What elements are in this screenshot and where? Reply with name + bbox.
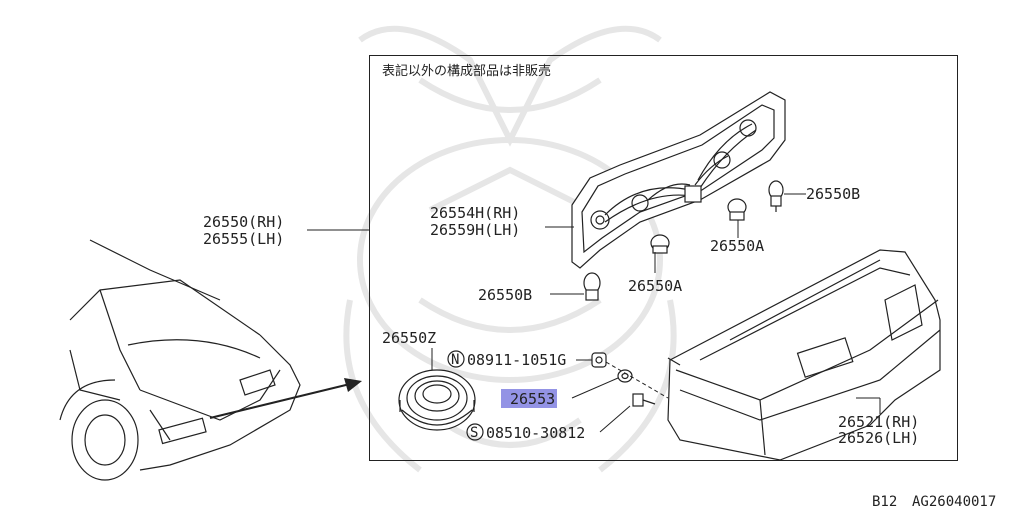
label-assembly-lh: 26555(LH) <box>203 230 284 248</box>
label-seal: 26550Z <box>382 329 436 347</box>
footer-figure-code: AG26040017 <box>912 494 996 510</box>
label-washer-part: 26553 <box>510 390 555 408</box>
svg-text:N: N <box>451 352 459 368</box>
car-rear-sketch <box>59 239 301 481</box>
detail-frame <box>369 55 958 461</box>
screw-icon <box>632 393 656 407</box>
watermark-emblem <box>343 25 677 473</box>
arrow-line <box>209 383 351 419</box>
bulb-26550b-bottom-icon <box>583 272 601 301</box>
label-housing-rh: 26554H(RH) <box>430 204 520 222</box>
label-assembly-rh: 26550(RH) <box>203 213 284 231</box>
assembly-dashed-line <box>605 361 669 399</box>
socket-1 <box>590 210 610 230</box>
tail-lens <box>667 249 941 461</box>
bulb-26550a-mid-icon <box>650 234 670 254</box>
wiring-connector <box>684 185 702 203</box>
bulb-26550b-top-icon <box>768 180 784 212</box>
socket-4 <box>739 119 757 137</box>
bulb-26550a-top-icon <box>727 198 747 221</box>
nut-icon <box>591 352 607 368</box>
seal-gasket-icon <box>398 369 476 431</box>
label-housing-lh: 26559H(LH) <box>430 221 520 239</box>
part-highlight <box>501 389 557 408</box>
label-bulb-b-bottom: 26550B <box>478 286 532 304</box>
label-bulb-a-mid: 26550A <box>628 277 682 295</box>
label-bulb-b-top: 26550B <box>806 185 860 203</box>
label-screw-part: 08510-30812 <box>486 424 585 442</box>
label-lens-rh: 26521(RH) <box>838 413 919 431</box>
screw-symbol-icon: S <box>466 423 484 441</box>
leader-screw <box>599 405 631 433</box>
note-text: 表記以外の構成部品は非販売 <box>382 63 551 79</box>
nut-symbol-icon: N <box>447 350 465 368</box>
label-bulb-a-top: 26550A <box>710 237 764 255</box>
svg-text:S: S <box>470 425 478 441</box>
label-nut-part: 08911-1051G <box>467 351 566 369</box>
arrow-head-icon <box>344 378 362 392</box>
leader-washer <box>571 377 619 399</box>
footer-page-code: B12 <box>872 494 897 510</box>
washer-icon <box>617 369 633 383</box>
label-lens-lh: 26526(LH) <box>838 429 919 447</box>
lamp-housing <box>571 91 786 269</box>
